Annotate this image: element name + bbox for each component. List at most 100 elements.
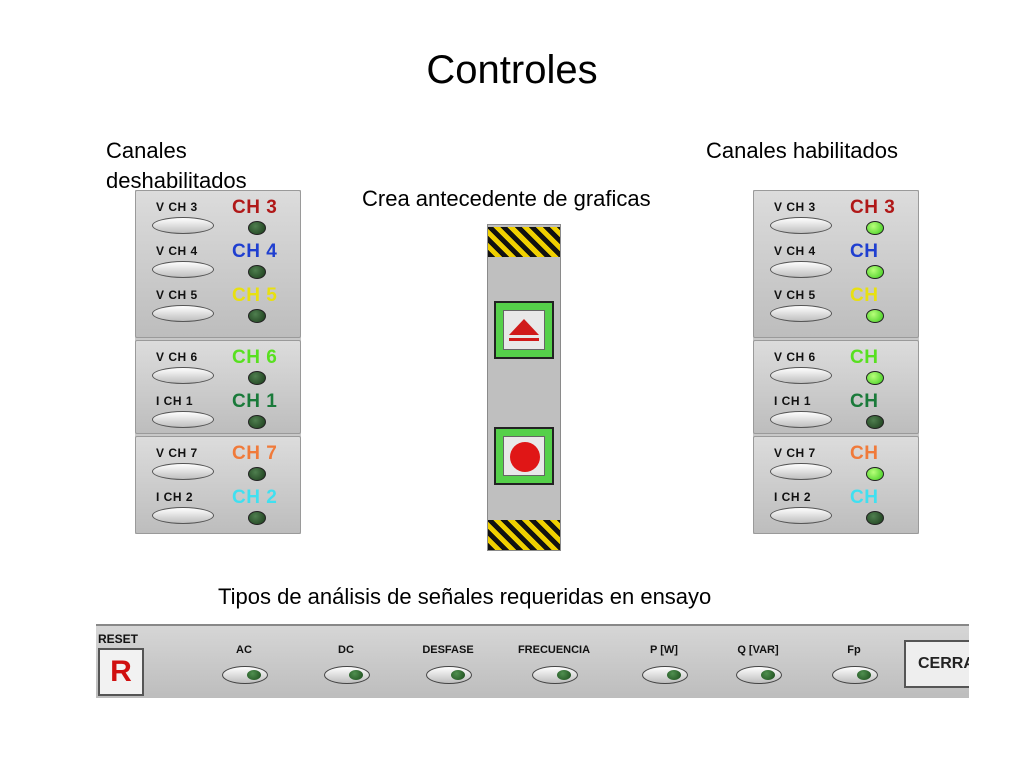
status-led-icon bbox=[866, 265, 884, 279]
channel-toggle-button[interactable] bbox=[152, 463, 214, 480]
status-led-icon bbox=[866, 511, 884, 525]
channel-label: V CH 4 bbox=[156, 244, 198, 258]
record-start-button[interactable] bbox=[494, 301, 554, 359]
status-led-icon bbox=[866, 221, 884, 235]
caption-enabled-channels: Canales habilitados bbox=[706, 138, 899, 163]
analysis-option-button[interactable] bbox=[324, 666, 370, 684]
status-led-icon bbox=[866, 415, 884, 429]
channel-label: V CH 5 bbox=[156, 288, 198, 302]
channel-toggle-button[interactable] bbox=[770, 507, 832, 524]
channel-label: I CH 1 bbox=[156, 394, 194, 408]
channel-toggle-button[interactable] bbox=[770, 261, 832, 278]
channel-tag: CH 4 bbox=[232, 241, 278, 262]
status-led-icon bbox=[248, 415, 266, 429]
stop-circle-icon bbox=[503, 436, 545, 476]
channel-toggle-button[interactable] bbox=[152, 305, 214, 322]
reset-button[interactable]: R bbox=[98, 648, 144, 696]
channel-toggle-button[interactable] bbox=[770, 305, 832, 322]
channel-toggle-button[interactable] bbox=[770, 463, 832, 480]
analysis-option-label: FRECUENCIA bbox=[517, 644, 591, 656]
led-icon bbox=[557, 670, 571, 680]
channel-toggle-button[interactable] bbox=[152, 217, 214, 234]
analysis-option-label: DESFASE bbox=[422, 644, 474, 656]
channel-row: V CH 5 CH 5 bbox=[136, 285, 302, 329]
reset-label: RESET bbox=[98, 632, 139, 646]
channel-toggle-button[interactable] bbox=[770, 411, 832, 428]
caption-disabled-channels: Canales deshabilitados bbox=[106, 138, 247, 193]
analysis-option-label: Q [VAR] bbox=[737, 644, 779, 656]
status-led-icon bbox=[248, 467, 266, 481]
channel-toggle-button[interactable] bbox=[152, 507, 214, 524]
analysis-option-button[interactable] bbox=[736, 666, 782, 684]
status-led-icon bbox=[248, 511, 266, 525]
channel-label: V CH 4 bbox=[774, 244, 816, 258]
analysis-option-button[interactable] bbox=[426, 666, 472, 684]
channel-toggle-button[interactable] bbox=[770, 217, 832, 234]
led-icon bbox=[247, 670, 261, 680]
channel-label: V CH 5 bbox=[774, 288, 816, 302]
analysis-option: FRECUENCIA bbox=[506, 626, 602, 696]
analysis-option: P [W] bbox=[616, 626, 712, 696]
channel-toggle-button[interactable] bbox=[152, 261, 214, 278]
analysis-option: DC bbox=[298, 626, 394, 696]
analysis-option-label: P [W] bbox=[650, 644, 678, 656]
channel-tag: CH 3 bbox=[232, 197, 278, 218]
analysis-option-button[interactable] bbox=[532, 666, 578, 684]
led-icon bbox=[857, 670, 871, 680]
channel-label: I CH 2 bbox=[774, 490, 812, 504]
analysis-option: Fp bbox=[806, 626, 902, 696]
channel-row: I CH 2 CH bbox=[754, 487, 920, 531]
channel-toggle-button[interactable] bbox=[152, 367, 214, 384]
status-led-icon bbox=[248, 371, 266, 385]
slide-title: Controles bbox=[426, 48, 598, 92]
channel-tag: CH 1 bbox=[232, 391, 278, 412]
led-icon bbox=[349, 670, 363, 680]
caption-center-control: Crea antecedente de graficas bbox=[362, 186, 651, 211]
channel-tag: CH 5 bbox=[232, 285, 278, 306]
analysis-option-button[interactable] bbox=[642, 666, 688, 684]
channel-tag: CH bbox=[850, 443, 879, 464]
channel-tag: CH bbox=[850, 347, 879, 368]
analysis-option-button[interactable] bbox=[832, 666, 878, 684]
channel-tag: CH 3 bbox=[850, 197, 896, 218]
channel-toggle-button[interactable] bbox=[152, 411, 214, 428]
channel-row: I CH 2 CH 2 bbox=[136, 487, 302, 531]
analysis-option-label: Fp bbox=[847, 644, 861, 656]
analysis-option: AC bbox=[196, 626, 292, 696]
close-button[interactable]: CERRAR bbox=[904, 640, 969, 688]
status-led-icon bbox=[866, 309, 884, 323]
status-led-icon bbox=[248, 309, 266, 323]
analysis-option-button[interactable] bbox=[222, 666, 268, 684]
analysis-option: DESFASE bbox=[400, 626, 496, 696]
channel-label: V CH 6 bbox=[156, 350, 198, 364]
channel-tag: CH bbox=[850, 487, 879, 508]
channel-tag: CH 7 bbox=[232, 443, 278, 464]
record-stop-button[interactable] bbox=[494, 427, 554, 485]
channel-group: V CH 6 CH 6 I CH 1 CH 1 bbox=[135, 340, 301, 434]
caption-analysis-types: Tipos de análisis de señales requeridas … bbox=[218, 584, 712, 609]
analysis-option: Q [VAR] bbox=[710, 626, 806, 696]
channel-toggle-button[interactable] bbox=[770, 367, 832, 384]
channel-tag: CH bbox=[850, 391, 879, 412]
channel-tag: CH 6 bbox=[232, 347, 278, 368]
channel-label: I CH 2 bbox=[156, 490, 194, 504]
eject-icon bbox=[503, 310, 545, 350]
channel-row: V CH 6 CH 6 bbox=[136, 347, 302, 391]
status-led-icon bbox=[866, 371, 884, 385]
hazard-stripe-bottom bbox=[488, 520, 560, 550]
channel-label: I CH 1 bbox=[774, 394, 812, 408]
channel-tag: CH 2 bbox=[232, 487, 278, 508]
